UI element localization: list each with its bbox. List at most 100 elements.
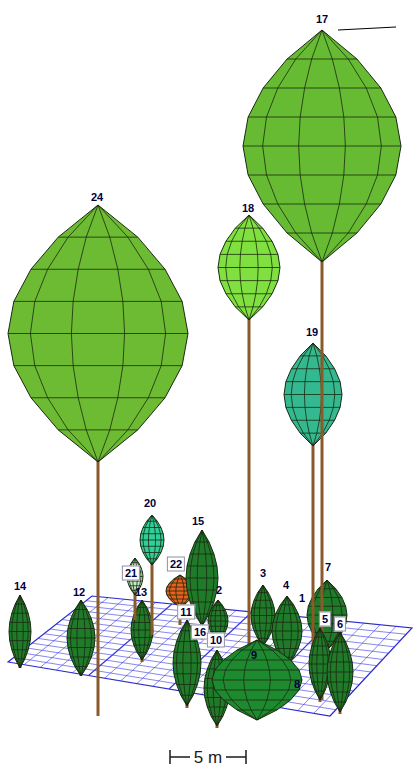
crown-facet <box>328 682 352 683</box>
crown-facet <box>276 613 298 614</box>
crown-facet <box>330 652 349 653</box>
crown-facet <box>312 682 328 683</box>
crown-facet <box>132 622 153 623</box>
tree <box>284 343 342 684</box>
crown-facet <box>68 628 94 629</box>
leader-line <box>338 27 396 30</box>
tree <box>251 585 275 650</box>
crown-facet <box>187 590 217 591</box>
crown-facet <box>291 420 334 421</box>
grid-line <box>80 605 400 640</box>
crown-facet <box>174 652 200 653</box>
tree <box>212 640 302 720</box>
tree-number: 1 <box>299 593 305 604</box>
crown-facet <box>226 293 272 294</box>
crown-facet <box>15 658 25 659</box>
tree <box>327 632 353 714</box>
crown-facet <box>14 301 182 302</box>
tree-number: 8 <box>294 679 300 690</box>
crown-facet <box>215 690 299 691</box>
crown-facet <box>248 117 396 118</box>
crown-facet <box>315 637 325 638</box>
tree-crown <box>140 515 164 565</box>
crown-facet <box>312 632 342 633</box>
tree-crown <box>243 30 401 262</box>
crown-facet <box>190 602 214 603</box>
tree <box>243 30 401 700</box>
crown-facet <box>186 578 218 579</box>
crown-facet <box>71 657 92 658</box>
crown-facet <box>190 554 214 555</box>
crown-facet <box>209 615 228 616</box>
crown-facet <box>211 610 226 611</box>
crown-facet <box>215 670 299 671</box>
tree-number: 10 <box>207 633 225 648</box>
tree-crown <box>284 343 342 446</box>
tree-trunk <box>97 460 100 716</box>
crown-facet <box>10 622 31 623</box>
tree-number: 4 <box>283 580 289 591</box>
tree-number: 7 <box>325 562 331 573</box>
crown-facet <box>287 59 357 60</box>
crown-facet <box>327 672 353 673</box>
crown-facet <box>8 333 188 334</box>
crown-facet <box>174 579 186 580</box>
tree-number: 9 <box>251 650 257 661</box>
tree-trunk <box>151 563 154 635</box>
tree-crown <box>218 215 280 320</box>
crown-facet <box>258 638 269 639</box>
crown-facet <box>208 621 228 622</box>
tree <box>67 600 95 676</box>
tree-number: 21 <box>122 566 140 581</box>
tree-number: 6 <box>334 617 346 632</box>
tree-trunk <box>248 318 251 652</box>
crown-facet <box>276 648 298 649</box>
crown-facet <box>334 642 345 643</box>
crown-facet <box>9 631 31 632</box>
crown-facet <box>291 368 334 369</box>
crown-facet <box>174 673 200 674</box>
tree-number: 3 <box>260 568 266 579</box>
tree <box>8 205 188 716</box>
tree-number: 19 <box>306 327 318 338</box>
crown-facet <box>177 641 198 642</box>
crown-facet <box>170 599 191 600</box>
crown-facet <box>220 254 278 255</box>
tree-crown <box>327 632 353 712</box>
crown-facet <box>235 228 262 229</box>
crown-facet <box>174 603 186 604</box>
crown-facet <box>243 146 401 147</box>
crown-facet <box>263 204 381 205</box>
crown-facet <box>15 604 25 605</box>
crown-facet <box>263 88 381 89</box>
crown-facet <box>68 647 94 648</box>
crown-facet <box>211 716 222 717</box>
crown-facet <box>187 566 217 567</box>
crown-facet <box>147 558 158 559</box>
crown-facet <box>212 680 302 681</box>
tree-crown <box>8 205 188 462</box>
crown-facet <box>10 640 31 641</box>
tree-number: 2 <box>216 585 222 596</box>
tree-crown <box>67 600 95 676</box>
crown-facet <box>207 707 226 708</box>
tree-number: 5 <box>319 612 331 627</box>
crown-facet <box>31 269 165 270</box>
crown-facet <box>272 631 302 632</box>
tree-crown <box>212 640 302 720</box>
crown-facet <box>143 527 161 528</box>
crown-facet <box>12 613 28 614</box>
crown-facet <box>71 619 92 620</box>
crown-facet <box>137 607 147 608</box>
crown-facet <box>312 597 342 598</box>
crown-facet <box>134 645 150 646</box>
tree-number: 18 <box>242 203 254 214</box>
crown-facet <box>248 175 396 176</box>
crown-facet <box>141 533 163 534</box>
crown-facet <box>137 652 147 653</box>
crown-facet <box>177 684 198 685</box>
tree-number: 11 <box>177 605 195 620</box>
crown-facet <box>252 607 274 608</box>
